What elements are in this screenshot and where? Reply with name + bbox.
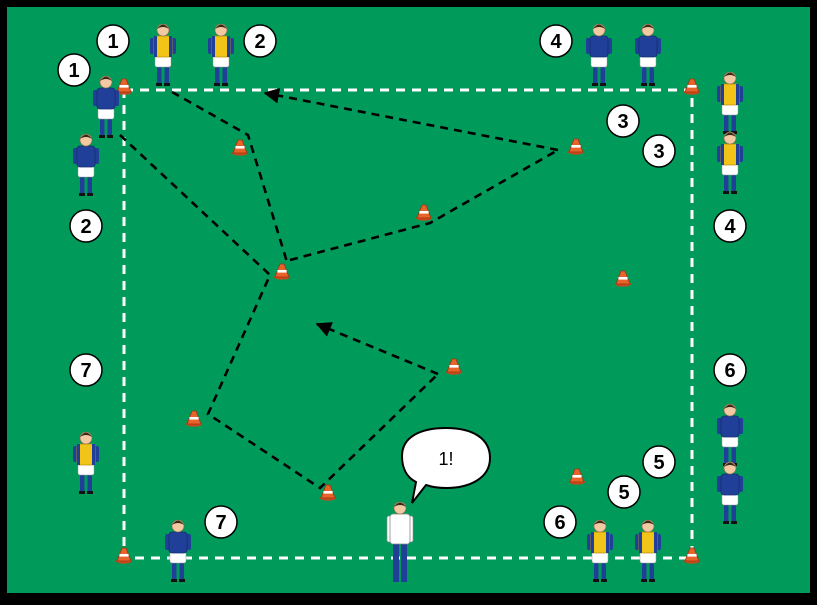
number-label-text: 2 — [254, 31, 265, 53]
coach-speech-bubble: 1! — [400, 426, 492, 504]
number-label-text: 2 — [80, 216, 91, 238]
player-yellow-bib-icon — [208, 23, 234, 86]
cone-icon — [416, 204, 432, 221]
path-line — [119, 134, 439, 490]
player-blue-icon — [165, 519, 191, 582]
number-label: 7 — [69, 353, 103, 387]
player-yellow-bib-icon — [587, 519, 613, 582]
number-label-text: 1 — [68, 60, 79, 82]
number-label-text: 5 — [653, 452, 664, 474]
cone-icon — [684, 547, 700, 564]
cone-icon — [446, 358, 462, 375]
player-blue-icon — [586, 23, 612, 86]
players — [73, 23, 743, 582]
number-label: 7 — [204, 505, 238, 539]
player-blue-icon — [635, 23, 661, 86]
cone-icon — [568, 138, 584, 155]
player-yellow-bib-icon — [150, 23, 176, 86]
number-label: 1 — [57, 53, 91, 87]
number-label: 4 — [539, 24, 573, 58]
pass-arrow — [263, 88, 559, 152]
cone-icon — [320, 484, 336, 501]
number-label-text: 7 — [215, 512, 226, 534]
number-label: 3 — [642, 134, 676, 168]
player-yellow-bib-icon — [717, 71, 743, 134]
cone-icon — [569, 468, 585, 485]
number-label: 6 — [713, 353, 747, 387]
player-blue-icon — [93, 75, 119, 138]
number-label-text: 4 — [724, 216, 736, 238]
number-label: 1 — [96, 24, 130, 58]
path-line — [171, 90, 289, 263]
cone-icon — [684, 78, 700, 95]
number-label: 3 — [606, 104, 640, 138]
player-blue-icon — [717, 461, 743, 524]
pass-arrow — [315, 322, 439, 376]
number-label-text: 3 — [653, 141, 664, 163]
number-label-text: 1 — [107, 31, 118, 53]
number-label: 4 — [713, 209, 747, 243]
cone-icon — [186, 410, 202, 427]
player-blue-icon — [717, 403, 743, 466]
movement-paths — [119, 88, 559, 490]
number-label: 5 — [642, 445, 676, 479]
number-labels: 1 2 4 1 3 3 2 4 7 6 5 5 6 7 — [57, 24, 747, 539]
number-label-text: 5 — [618, 482, 629, 504]
coach-callout-text: 1! — [438, 449, 453, 469]
cones — [116, 78, 700, 564]
number-label: 6 — [543, 505, 577, 539]
player-yellow-bib-icon — [73, 431, 99, 494]
number-label-text: 6 — [724, 360, 735, 382]
cone-icon — [232, 139, 248, 156]
cone-icon — [274, 263, 290, 280]
number-label-text: 4 — [550, 31, 562, 53]
coach-figure — [386, 501, 414, 582]
number-label: 2 — [69, 209, 103, 243]
number-label: 2 — [243, 24, 277, 58]
number-label-text: 3 — [617, 111, 628, 133]
cone-icon — [615, 270, 631, 287]
path-line — [289, 148, 559, 262]
cone-icon — [116, 547, 132, 564]
cone-icon — [116, 78, 132, 95]
number-label-text: 6 — [554, 512, 565, 534]
player-yellow-bib-icon — [635, 519, 661, 582]
field-boundary — [122, 88, 694, 560]
number-label-text: 7 — [80, 360, 91, 382]
player-blue-icon — [73, 133, 99, 196]
player-yellow-bib-icon — [717, 131, 743, 194]
number-label: 5 — [607, 475, 641, 509]
